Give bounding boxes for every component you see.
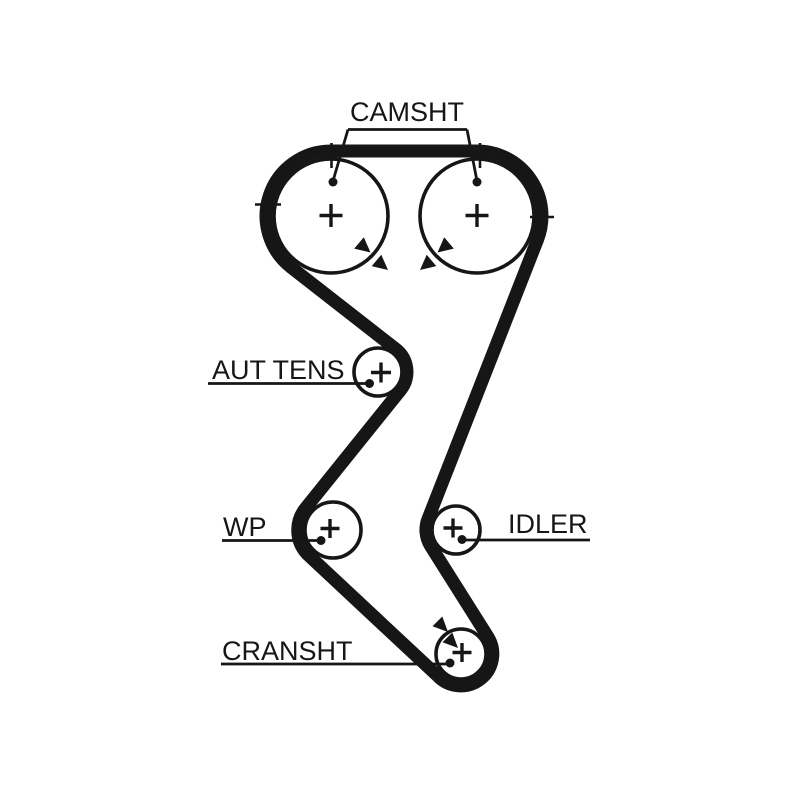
crankshaft-pulley	[434, 627, 488, 681]
pulley-center-cross-idler	[443, 518, 463, 538]
camshaft-label: CAMSHT	[350, 97, 464, 127]
tensioner-label: AUT TENS	[212, 355, 345, 385]
reference-dot-water-pump	[316, 536, 326, 545]
reference-dot-idler	[457, 535, 467, 544]
pulley-center-cross-crankshaft	[452, 643, 472, 662]
rotation-arrow-crank-upper	[432, 616, 448, 632]
reference-dot-tensioner	[365, 379, 374, 388]
timing-belt	[259, 144, 549, 693]
rotation-arrow-cam-right-upper	[437, 237, 454, 253]
rotation-arrow-cam-right-lower	[420, 254, 437, 270]
pulley-center-cross-cam-left	[319, 204, 343, 227]
crankshaft-label: CRANSHT	[222, 636, 353, 666]
idler-pulley	[430, 504, 482, 556]
rotation-arrow-cam-left-upper	[354, 237, 371, 253]
camsht-bracket	[331, 128, 479, 182]
pulley-center-cross-tensioner	[371, 362, 391, 383]
idler-label: IDLER	[508, 509, 588, 539]
pulley-center-cross-cam-right	[465, 204, 489, 227]
rotation-arrow-cam-left-lower	[371, 254, 388, 270]
reference-dot-cam-right	[472, 177, 482, 187]
rotation-arrow-crank-lower	[442, 632, 458, 648]
reference-dot-cam-left	[328, 177, 338, 187]
water-pump-pulley	[303, 500, 363, 560]
reference-dot-crankshaft	[445, 658, 455, 668]
water-pump-label: WP	[223, 512, 267, 542]
pulley-center-cross-water-pump	[320, 519, 340, 538]
